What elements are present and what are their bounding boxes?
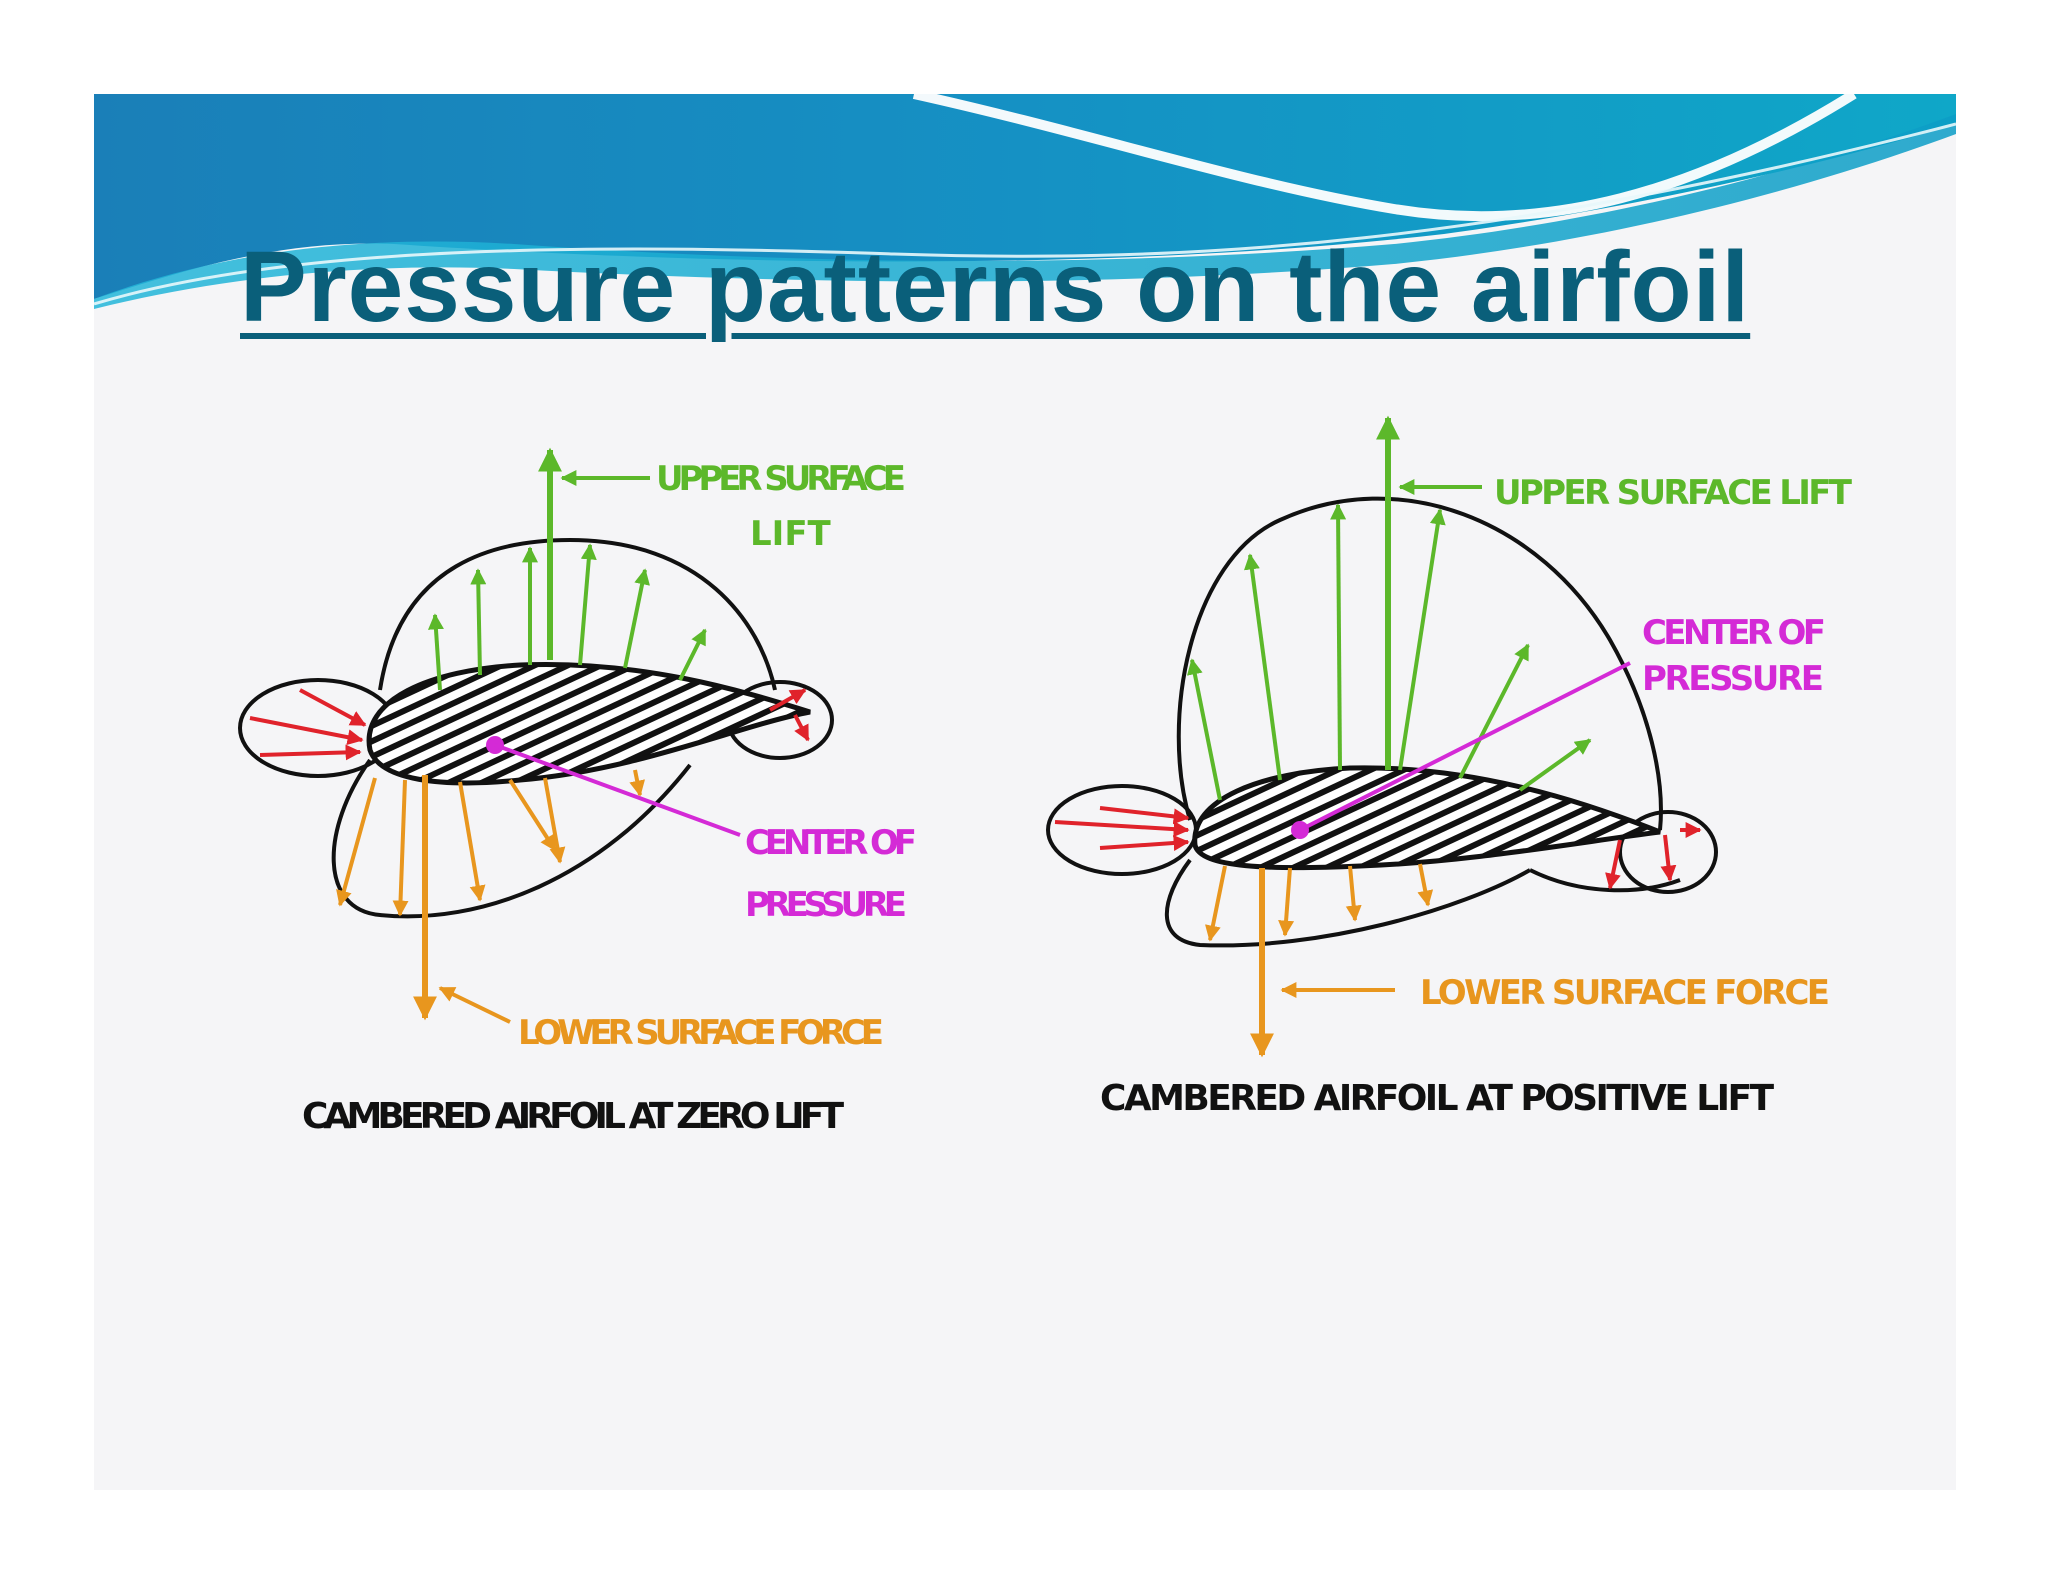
right-trailing-edge-lobe <box>1618 810 1718 894</box>
left-center-of-pressure-leader <box>494 743 741 837</box>
right-lower-envelope <box>1164 858 1531 948</box>
left-center-label-line1: CENTER OF <box>745 823 917 863</box>
left-upper-lift-arrows <box>427 447 707 691</box>
right-airfoil-diagram: UPPER SURFACE LIFT CENTER OF PRESSURE LO… <box>1046 415 1853 1119</box>
right-airfoil <box>1192 765 1661 871</box>
left-upper-envelope <box>378 537 777 691</box>
right-center-label-line2: PRESSURE <box>1642 659 1824 699</box>
left-lower-force-arrows <box>336 769 646 1021</box>
right-caption: CAMBERED AIRFOIL AT POSITIVE LIFT <box>1100 1078 1774 1119</box>
right-upper-label: UPPER SURFACE LIFT <box>1494 473 1853 513</box>
right-trailing-lower-envelope <box>1529 868 1681 893</box>
left-airfoil <box>366 661 811 786</box>
left-lower-label: LOWER SURFACE FORCE <box>518 1013 884 1053</box>
header-wave-banner <box>94 94 1956 309</box>
left-center-label-line2: PRESSURE <box>745 885 907 925</box>
slide-title: Pressure patterns on the airfoil <box>240 231 1751 343</box>
left-airfoil-diagram: UPPER SURFACE LIFT CENTER OF PRESSURE LO… <box>238 447 917 1137</box>
right-upper-lift-arrows <box>1186 415 1592 801</box>
right-center-of-pressure-leader <box>1299 661 1631 832</box>
left-caption: CAMBERED AIRFOIL AT ZERO LIFT <box>302 1096 844 1137</box>
right-center-label-line1: CENTER OF <box>1642 613 1826 653</box>
left-upper-label-line1: UPPER SURFACE <box>656 459 906 499</box>
left-upper-label-line2: LIFT <box>750 514 832 554</box>
right-edge-arrows <box>1054 806 1702 890</box>
left-lower-label-pointer <box>438 986 511 1024</box>
right-lower-force-arrows <box>1205 863 1434 1058</box>
right-lower-label: LOWER SURFACE FORCE <box>1420 973 1830 1013</box>
left-edge-arrows <box>249 688 810 761</box>
